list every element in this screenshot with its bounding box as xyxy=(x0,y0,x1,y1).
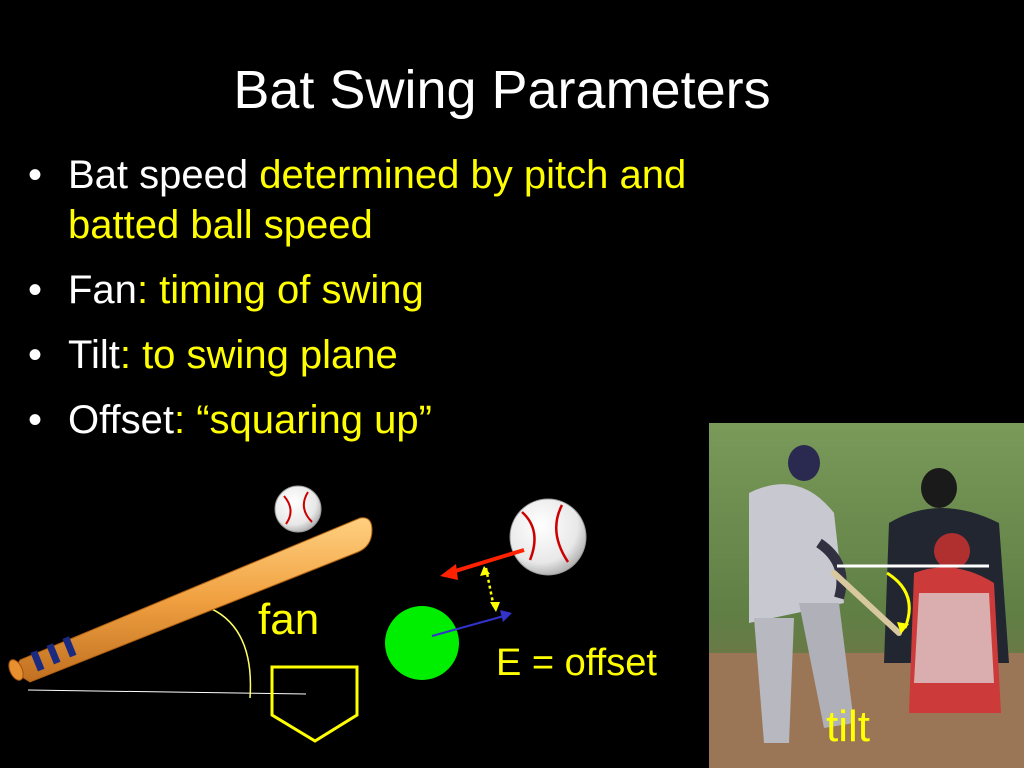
red-arrow-icon xyxy=(440,548,525,580)
tilt-arc-icon xyxy=(886,571,911,634)
catcher-figure xyxy=(909,533,1001,713)
home-plate-icon xyxy=(270,665,359,743)
photo-bat xyxy=(831,570,902,636)
fan-angle-arc xyxy=(204,605,252,699)
slide-title: Bat Swing Parameters xyxy=(233,60,771,120)
bullet-lead: Bat speed xyxy=(68,153,249,197)
batter-photo: tilt xyxy=(709,423,1024,768)
bullet-lead: Offset xyxy=(68,398,174,442)
bullet-highlight: : to swing plane xyxy=(119,333,398,377)
bullet-lead: Tilt xyxy=(68,333,120,377)
bullet-list: • Bat speed determined by pitch and batt… xyxy=(28,150,808,460)
reference-line xyxy=(27,689,307,695)
swing-diagram: fan E = offset xyxy=(8,485,657,743)
bullet-dot: • xyxy=(28,153,43,197)
fan-label: fan xyxy=(258,595,319,644)
offset-dotted-arrow-icon xyxy=(480,566,500,612)
bullet-dot: • xyxy=(28,398,43,442)
bullet-offset: • Offset: “squaring up” xyxy=(28,395,808,445)
batter-figure xyxy=(749,445,854,743)
bullet-highlight: : timing of swing xyxy=(136,268,424,312)
tilt-label: tilt xyxy=(826,702,870,751)
green-ball-icon xyxy=(385,606,459,680)
blue-arrow-icon xyxy=(431,610,512,637)
bullet-fan: • Fan: timing of swing xyxy=(28,265,808,315)
baseball-small-icon xyxy=(274,485,322,533)
bullet-dot: • xyxy=(28,268,43,312)
bullet-highlight: : “squaring up” xyxy=(173,398,432,442)
bullet-dot: • xyxy=(28,333,43,377)
bullet-bat-speed: • Bat speed determined by pitch and batt… xyxy=(28,150,808,250)
bullet-lead: Fan xyxy=(68,268,137,312)
bat-icon xyxy=(8,517,373,683)
offset-label: E = offset xyxy=(496,642,657,684)
bullet-highlight: determined by pitch and batted ball spee… xyxy=(68,153,687,247)
bullet-tilt: • Tilt: to swing plane xyxy=(28,330,808,380)
baseball-large-icon xyxy=(509,498,587,576)
